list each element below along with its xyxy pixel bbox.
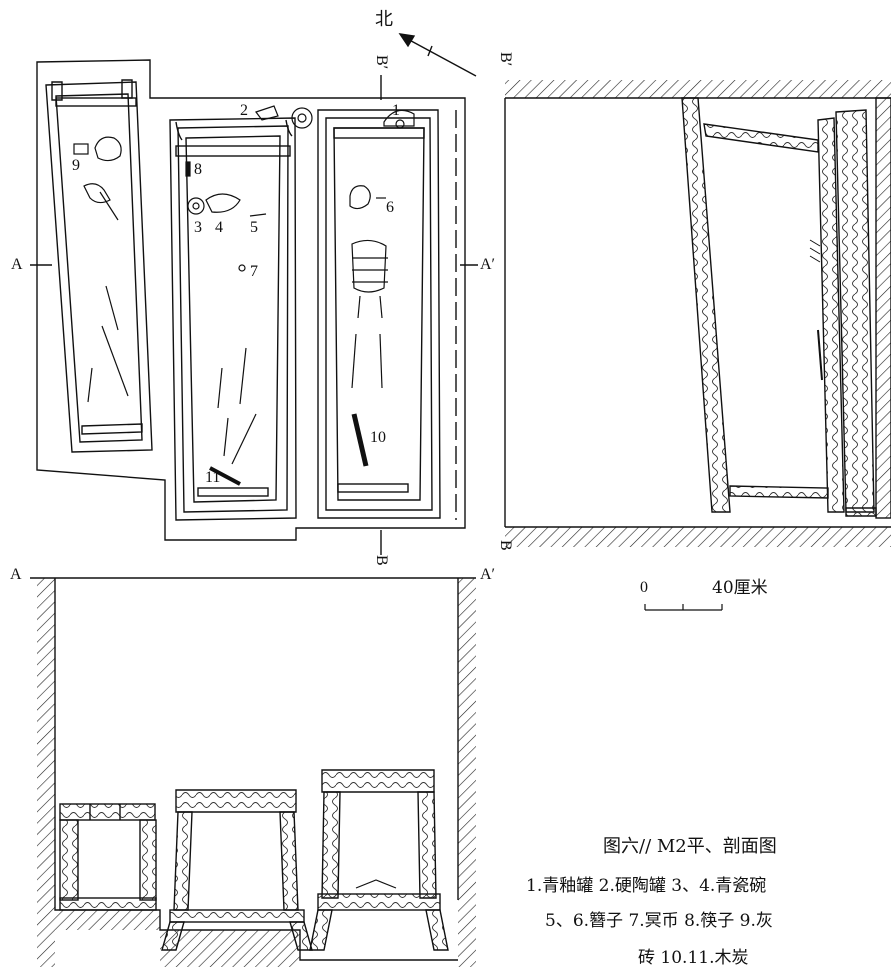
scale-length: 40厘米 [712, 578, 768, 598]
charcoal-10 [351, 413, 369, 467]
coffin-2 [169, 117, 297, 521]
pit-outline [36, 59, 466, 541]
section-label-b-right: B [497, 540, 514, 551]
plan-finds [73, 105, 415, 486]
find-label: 10 [370, 429, 386, 446]
aa-coffin-3 [309, 769, 449, 951]
section-aa-label-a: A [10, 566, 22, 583]
caption-line-3: 砖 10.11.木炭 [638, 948, 749, 967]
section-label-b-prime-right: B′ [497, 52, 514, 67]
find-label: 1 [392, 102, 400, 119]
find-label: 7 [250, 263, 258, 280]
find-label: 6 [386, 199, 394, 216]
find-label: 9 [72, 157, 80, 174]
north-label: 北 [375, 9, 393, 30]
plan-view [30, 33, 478, 555]
section-label-b-plan: B [373, 555, 390, 566]
section-label-b-prime-top: B′ [373, 55, 390, 70]
section-aa [30, 577, 476, 967]
aa-coffin-2 [161, 789, 313, 951]
find-label: 5 [250, 219, 258, 236]
section-aa-label-a-prime: A′ [480, 566, 496, 583]
grey-brick-9 [73, 143, 89, 155]
skull-1 [94, 136, 122, 162]
find-label: 2 [240, 102, 248, 119]
section-bb [504, 80, 891, 547]
chopsticks-8 [185, 161, 191, 177]
find-label: 8 [194, 161, 202, 178]
coin-7 [238, 264, 246, 272]
bowl-3 [187, 197, 205, 215]
coffin-1 [45, 79, 153, 453]
find-label: 4 [215, 219, 223, 236]
jar-2 [291, 107, 313, 129]
caption-line-2: 5、6.簪子 7.冥币 8.筷子 9.灰 [545, 911, 773, 931]
aa-coffin-1 [59, 803, 157, 911]
coffin-3 [317, 109, 441, 519]
section-label-a: A [11, 256, 23, 273]
find-label: 11 [205, 469, 221, 486]
caption-line-1: 1.青釉罐 2.硬陶罐 3、4.青瓷碗 [526, 876, 767, 896]
jar-1 [383, 109, 415, 127]
scale-zero: 0 [640, 579, 648, 596]
find-label: 3 [194, 219, 202, 236]
north-arrow-line [401, 35, 477, 77]
scale-bar [644, 604, 723, 611]
caption-title: 图六// M2平、剖面图 [603, 836, 777, 857]
section-label-a-prime: A′ [480, 256, 496, 273]
bowl-4 [205, 193, 241, 213]
skull-3 [349, 185, 371, 210]
